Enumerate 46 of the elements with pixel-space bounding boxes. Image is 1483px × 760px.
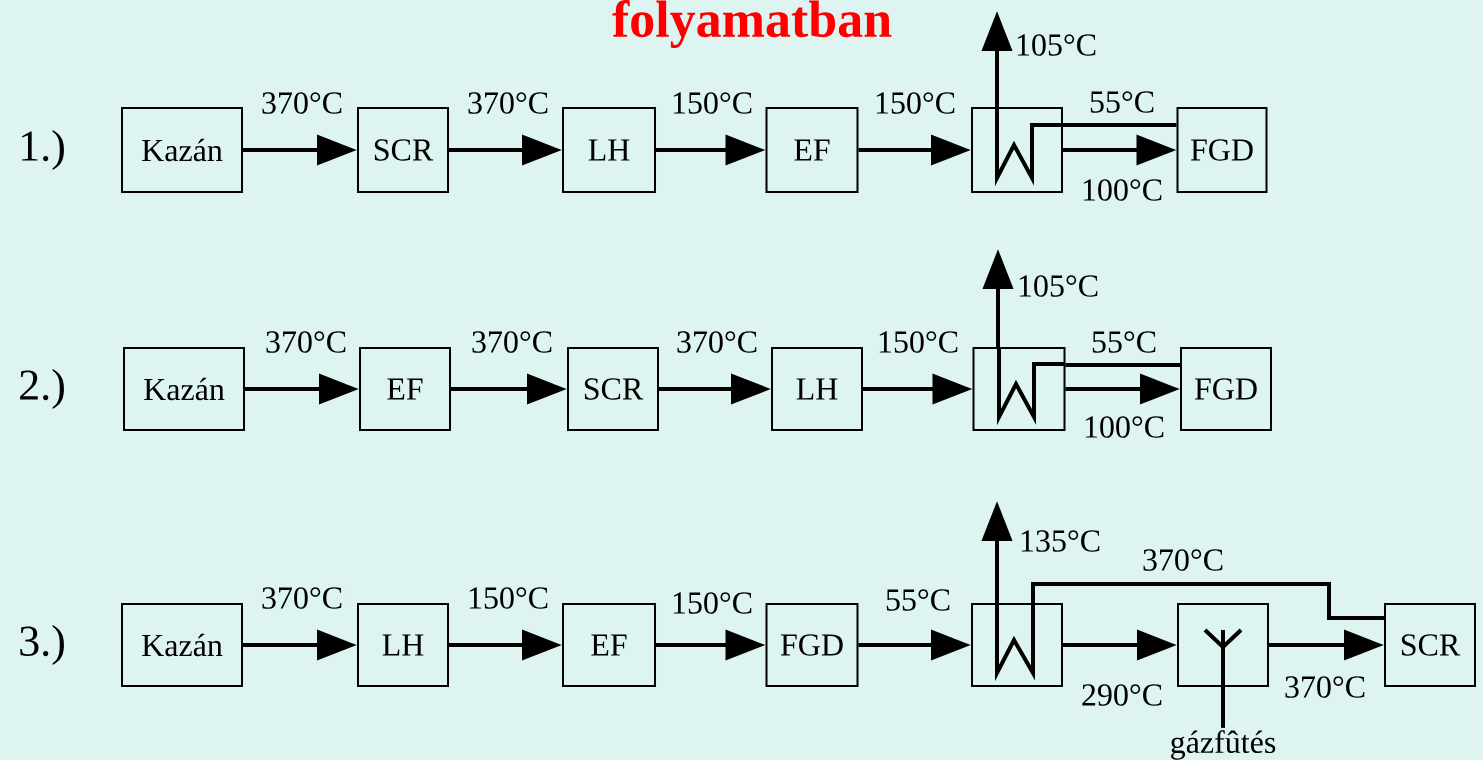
equipment-box xyxy=(972,347,1066,431)
edge-label: 150°C xyxy=(668,590,756,616)
process-box: Kazán xyxy=(123,347,245,431)
edge-label: 370°C xyxy=(1139,547,1227,573)
process-box: EF xyxy=(359,347,451,431)
process-box: FGD xyxy=(1180,347,1272,431)
process-box: FGD xyxy=(1176,107,1268,193)
process-box: EF xyxy=(562,603,656,687)
edge-label: 290°C xyxy=(1078,682,1166,708)
edge-label: 100°C xyxy=(1080,414,1168,440)
title: folyamatban xyxy=(612,0,892,48)
edge-label: 150°C xyxy=(871,90,959,116)
edge-label: 150°C xyxy=(668,90,756,116)
process-box: SCR xyxy=(1384,603,1476,687)
process-box: EF xyxy=(765,107,859,193)
caption-text: gázfûtés xyxy=(1171,730,1276,760)
edge-label: 55°C xyxy=(1088,329,1160,355)
process-box: LH xyxy=(562,107,656,193)
row-number: 1.) xyxy=(22,130,64,170)
equipment-box xyxy=(971,603,1063,687)
row-number: 3.) xyxy=(20,625,64,665)
equipment-box xyxy=(1177,603,1269,688)
edge-label: 55°C xyxy=(1086,89,1158,115)
edge-label: 370°C xyxy=(262,329,350,355)
equipment-box xyxy=(971,107,1063,193)
edge-label: 370°C xyxy=(673,329,761,355)
process-box: Kazán xyxy=(121,603,243,687)
edge-label: 150°C xyxy=(874,329,962,355)
edge-label: 55°C xyxy=(882,587,954,613)
edge-label: 105°C xyxy=(1014,273,1102,299)
process-box: Kazán xyxy=(121,107,243,193)
process-box: SCR xyxy=(357,107,449,193)
process-box: LH xyxy=(357,603,449,687)
process-box: SCR xyxy=(567,347,659,431)
process-box: FGD xyxy=(765,603,859,687)
edge-label: 100°C xyxy=(1078,177,1166,203)
edge-label: 370°C xyxy=(468,329,556,355)
edge-label: 150°C xyxy=(464,585,552,611)
process-box: LH xyxy=(771,347,863,431)
edge-label: 105°C xyxy=(1012,32,1100,58)
edge-label: 370°C xyxy=(464,90,552,116)
edge-label: 370°C xyxy=(1281,674,1369,700)
edge-label: 135°C xyxy=(1016,528,1104,554)
edge-label: 370°C xyxy=(258,90,346,116)
edge-label: 370°C xyxy=(258,585,346,611)
row-number: 2.) xyxy=(20,369,64,409)
